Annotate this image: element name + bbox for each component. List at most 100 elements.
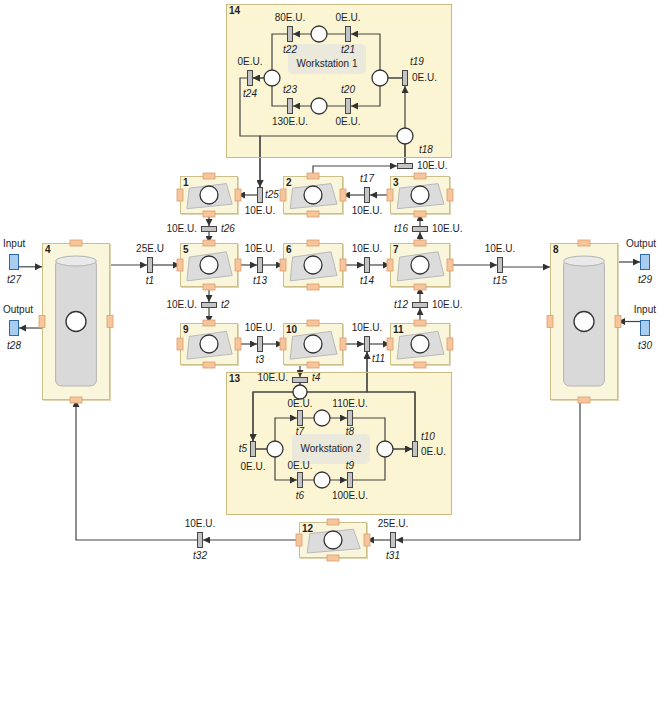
subnet-ground — [226, 372, 452, 515]
port — [203, 211, 215, 217]
place — [574, 312, 594, 332]
transition-name: t6 — [296, 490, 304, 502]
transition-name: t12 — [394, 299, 408, 311]
arc — [618, 261, 640, 262]
port — [280, 189, 286, 201]
transition-name: t4 — [312, 372, 320, 384]
transition-bar: t190E.U. — [402, 70, 408, 86]
transition-time: 10E.U. — [245, 205, 276, 217]
port — [177, 259, 183, 271]
buffer-box: 8 — [550, 243, 618, 400]
transition-bar: t1510E.U. — [497, 257, 503, 273]
transition-bar: t1210E.U. — [412, 302, 428, 308]
arc — [450, 264, 497, 265]
port — [203, 284, 215, 290]
transition-name: t28 — [7, 340, 21, 352]
transition-time: 10E.U. — [245, 322, 276, 334]
subnet-ground — [226, 4, 452, 158]
transition-time: 10E.U. — [352, 322, 383, 334]
place — [377, 441, 393, 457]
transition-name: t2 — [221, 299, 229, 311]
transition-bar: t60E.U. — [297, 472, 303, 488]
transition-bar: t2510E.U. — [257, 187, 263, 203]
port — [203, 173, 215, 179]
transition-bar: t9100E.U. — [347, 472, 353, 488]
arc — [367, 352, 415, 441]
module-picture — [180, 323, 238, 365]
arc — [203, 539, 299, 540]
transition-time: 0E.U. — [336, 116, 361, 128]
port — [235, 259, 241, 271]
port — [107, 316, 113, 328]
transition-bar: t1610E.U. — [412, 226, 428, 232]
transition-time: 10E.U. — [485, 243, 516, 255]
transition-name: t13 — [253, 275, 267, 287]
transition-bar: t50E.U. — [250, 441, 256, 457]
module-box: 7 — [390, 243, 450, 287]
transition-name: t7 — [296, 426, 304, 438]
port — [280, 338, 286, 350]
arc — [110, 264, 147, 265]
module-box: 5 — [180, 243, 238, 287]
machine-silhouette — [288, 44, 366, 74]
module-box: 2 — [283, 176, 343, 214]
io-port: Outputt28 — [9, 320, 19, 336]
port — [578, 397, 590, 403]
machine-icon — [397, 184, 444, 209]
transition-bar: t240E.U. — [247, 70, 253, 86]
transition-bar: t3125E.U. — [390, 532, 396, 548]
module-number: 3 — [393, 177, 399, 189]
port — [327, 555, 339, 561]
module-number: 7 — [393, 244, 399, 256]
transition-time: 110E.U. — [332, 398, 367, 410]
transition-time: 0E.U. — [336, 12, 361, 24]
transition-name: t8 — [346, 426, 354, 438]
arc — [299, 365, 300, 377]
place — [311, 26, 327, 42]
transition-name: t15 — [493, 275, 507, 287]
port — [307, 173, 319, 179]
module-number: 9 — [183, 324, 189, 336]
port-label: Output — [626, 238, 656, 250]
module-box: 6 — [283, 243, 343, 287]
transition-time: 10E.U. — [352, 205, 383, 217]
module-number: 12 — [302, 523, 313, 535]
module-number: 2 — [286, 177, 292, 189]
port — [307, 320, 319, 326]
transition-bar: t23130E.U. — [287, 98, 293, 114]
workstation-label: Workstation 1 — [297, 58, 358, 70]
port — [327, 519, 339, 525]
port — [203, 320, 215, 326]
transition-time: 0E.U. — [288, 460, 313, 472]
port — [414, 173, 426, 179]
tank-icon — [56, 256, 97, 266]
place — [293, 385, 307, 399]
transition-bar: t1310E.U. — [257, 257, 263, 273]
port — [296, 534, 302, 546]
machine-icon — [290, 184, 337, 209]
port — [414, 240, 426, 246]
transition-name: t20 — [341, 84, 355, 96]
transition-bar: t3210E.U. — [197, 532, 203, 548]
machine-icon — [290, 331, 337, 359]
port — [578, 240, 590, 246]
transition-time: 10E.U. — [432, 223, 463, 235]
transition-bar: t310E.U. — [257, 336, 263, 352]
port — [280, 259, 286, 271]
place — [200, 256, 218, 274]
transition-name: t30 — [638, 340, 652, 352]
arc — [240, 78, 260, 187]
port — [387, 189, 393, 201]
subnet-box: t190E.U.t200E.U.t210E.U.t2280E.U.t23130E… — [226, 4, 452, 158]
transition-bar: t2610E.U. — [201, 226, 217, 232]
module-number: 10 — [286, 324, 297, 336]
machine-icon — [187, 184, 232, 209]
module-box: 11 — [390, 323, 450, 365]
transition-bar: t1110E.U. — [364, 336, 370, 352]
place — [311, 98, 327, 114]
transition-time: 10E.U. — [417, 160, 448, 172]
transition-name: t11 — [372, 353, 385, 365]
module-box: 1 — [180, 176, 238, 214]
port — [307, 284, 319, 290]
module-box: 12 — [299, 522, 367, 558]
